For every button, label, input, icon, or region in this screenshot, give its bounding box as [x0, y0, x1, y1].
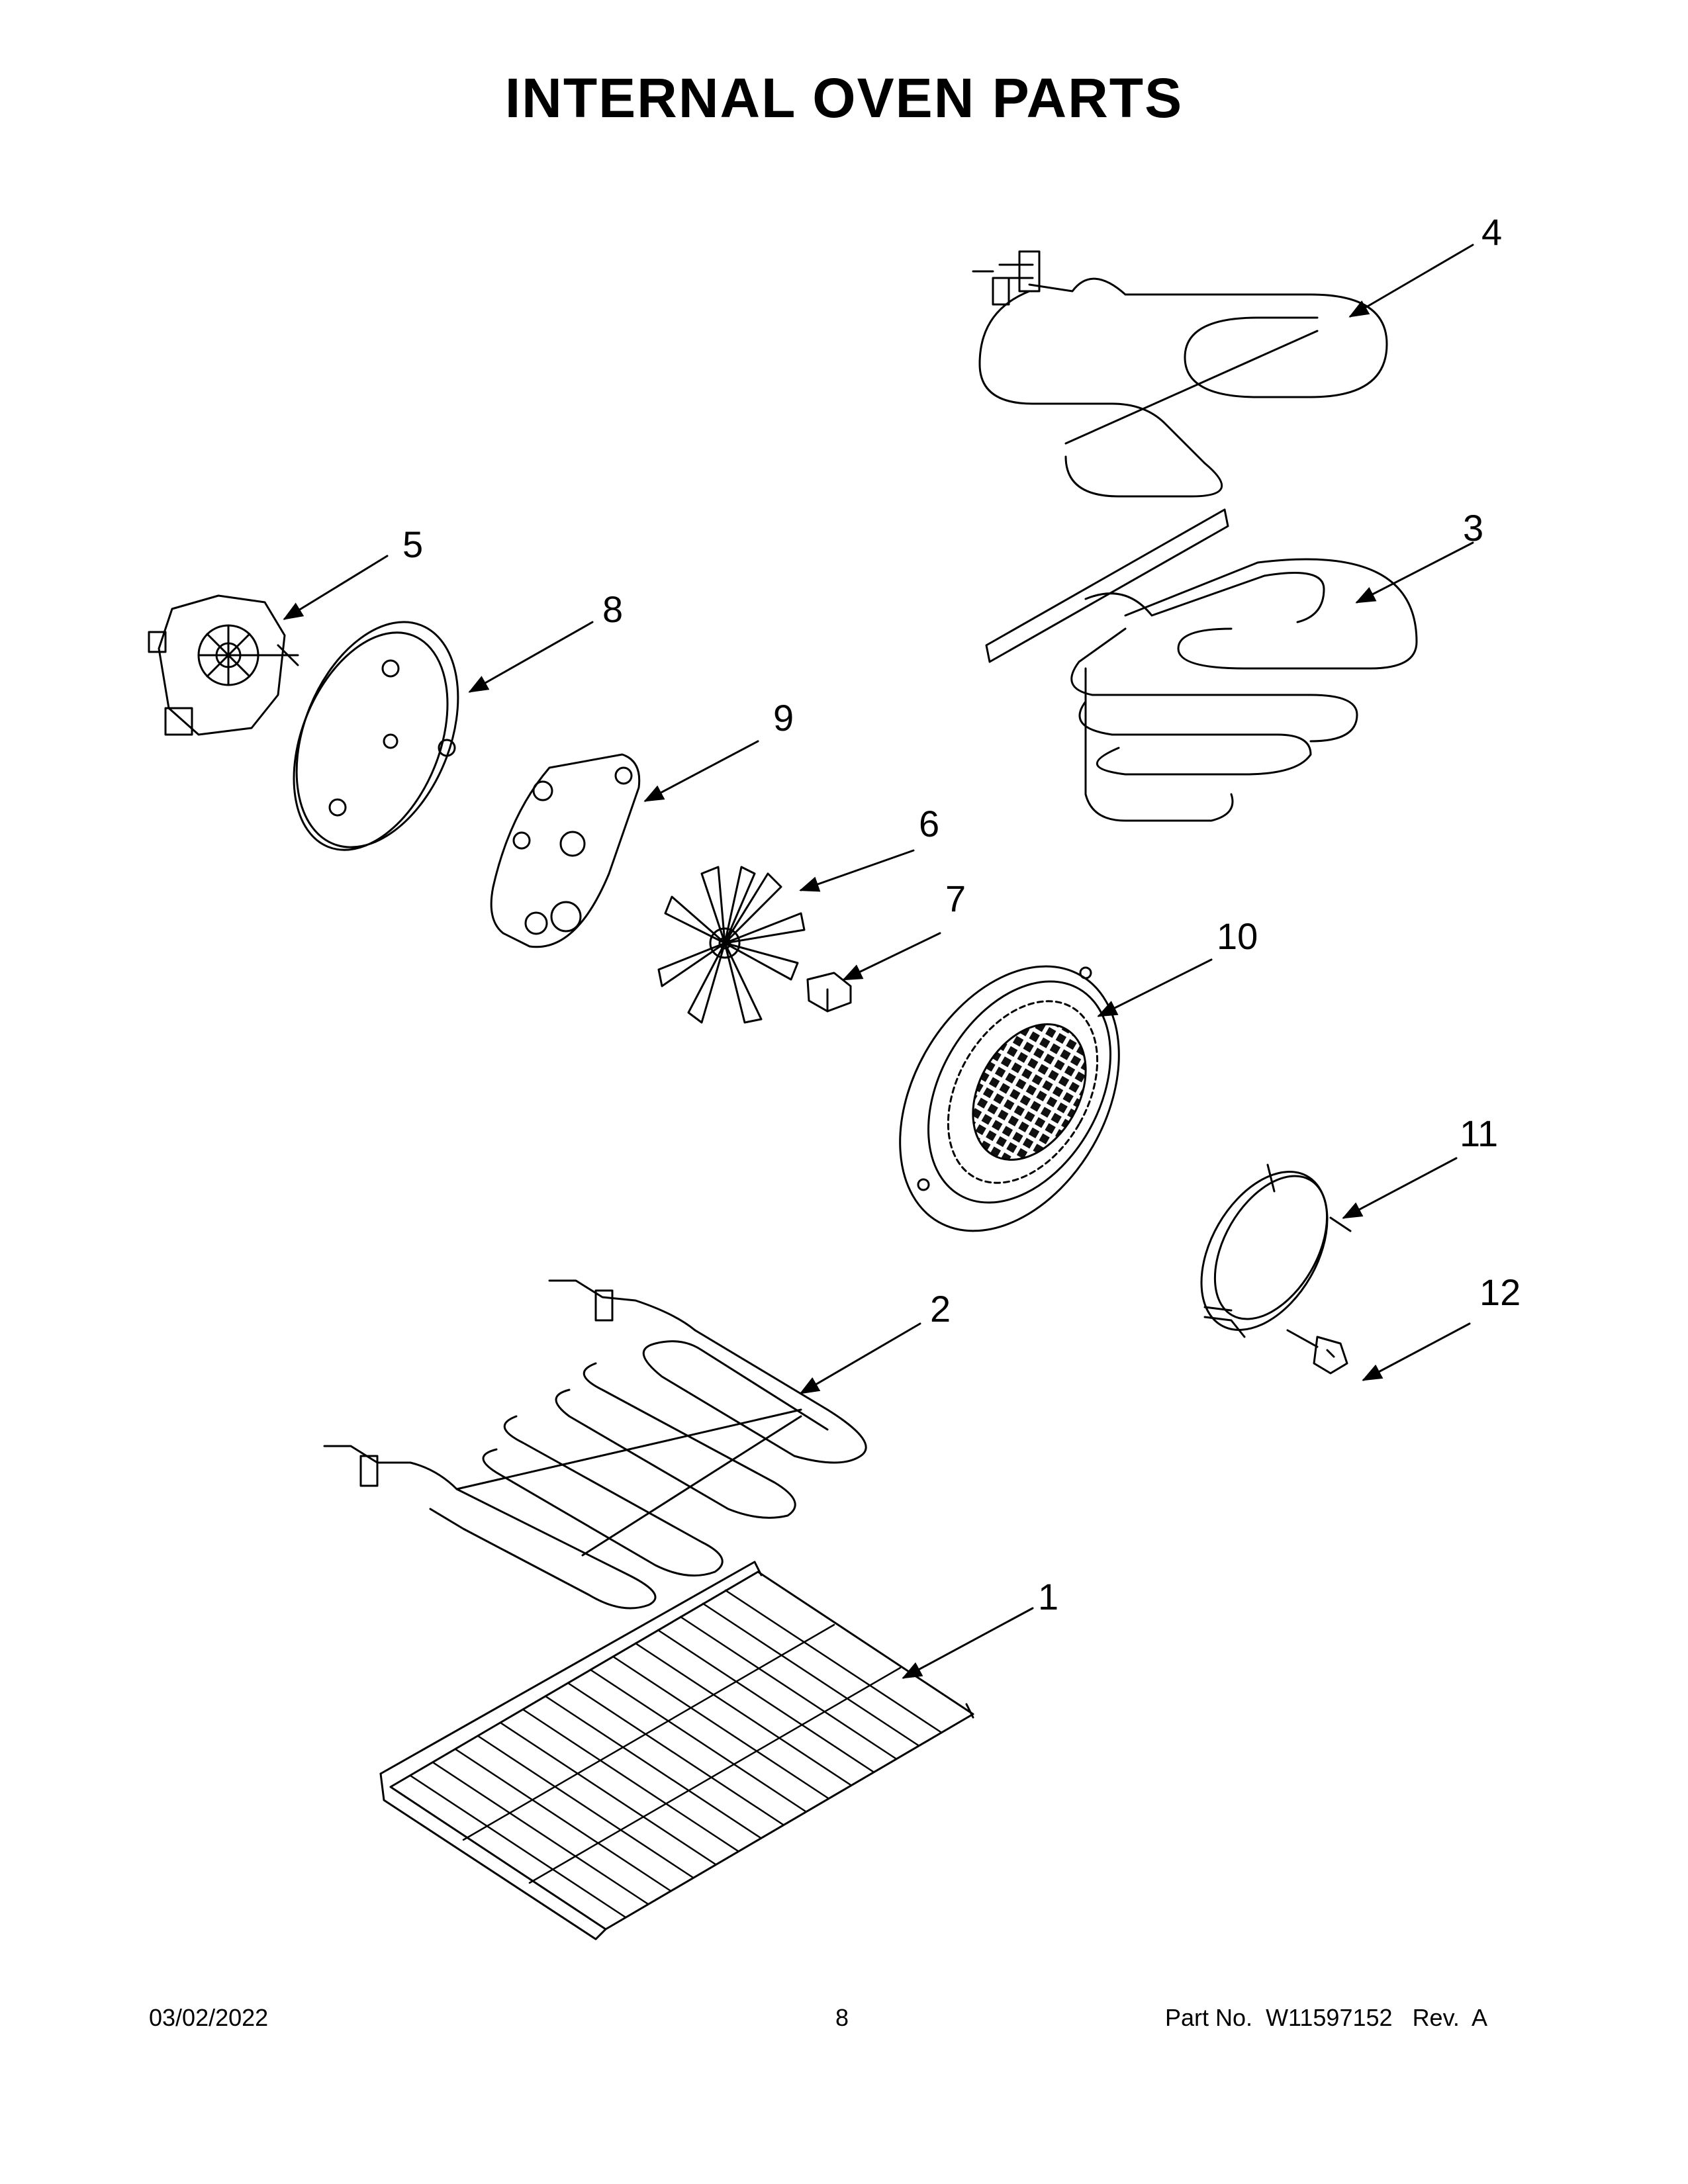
- callout-1: 1: [1038, 1576, 1059, 1617]
- callout-6: 6: [919, 803, 940, 844]
- callout-2: 2: [930, 1288, 951, 1330]
- callout-3: 3: [1463, 507, 1484, 549]
- part-number-label: Part No.: [1165, 2004, 1253, 2031]
- part-11-ring-element: [1200, 1163, 1352, 1338]
- callout-9: 9: [773, 697, 794, 739]
- callout-4: 4: [1481, 211, 1503, 253]
- callout-10: 10: [1217, 915, 1258, 957]
- part-1-oven-rack: [379, 1561, 974, 1940]
- callout-5: 5: [402, 523, 424, 565]
- footer-date: 03/02/2022: [149, 2004, 269, 2031]
- part-3-bake-element: [985, 508, 1418, 822]
- footer-part-info: Part No. W11597152 Rev. A: [1165, 2004, 1487, 2032]
- leader-lines: [283, 244, 1474, 1679]
- part-2-lower-element: [323, 1279, 867, 1610]
- page-title: INTERNAL OVEN PARTS: [504, 67, 1184, 129]
- part-6-fan-blade: [657, 866, 806, 1024]
- part-10-fan-cover: [899, 965, 1120, 1232]
- part-4-broil-element: [972, 250, 1388, 498]
- revision: A: [1471, 2004, 1487, 2031]
- callout-12: 12: [1479, 1271, 1521, 1313]
- part-12-screw: [1286, 1329, 1348, 1375]
- footer-page-number: 8: [835, 2004, 849, 2031]
- revision-label: Rev.: [1412, 2004, 1460, 2031]
- part-9-plate: [490, 753, 641, 948]
- part-number: W11597152: [1266, 2004, 1393, 2031]
- callout-7: 7: [945, 878, 966, 919]
- part-8-insulation-disk: [293, 621, 459, 851]
- callout-8: 8: [602, 588, 624, 630]
- part-7-nut: [806, 972, 852, 1013]
- part-5-convection-motor: [148, 594, 299, 736]
- callout-11: 11: [1460, 1113, 1499, 1154]
